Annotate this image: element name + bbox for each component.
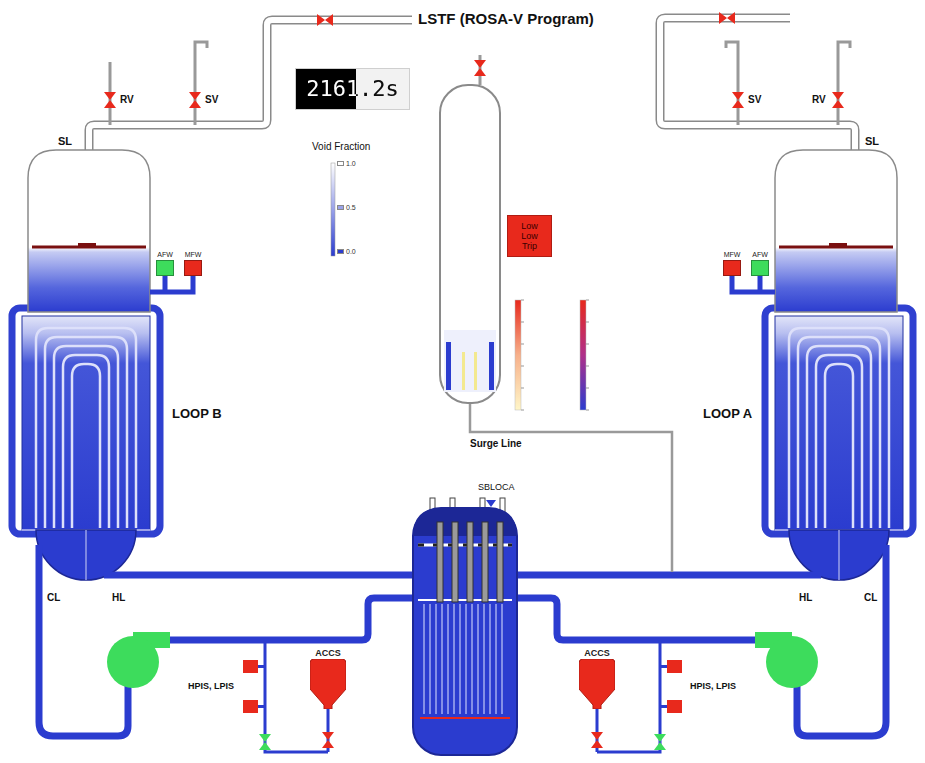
node-label: AFW — [752, 250, 768, 259]
valve-symbol — [104, 92, 116, 108]
legend-entry: 1.0 — [337, 160, 356, 168]
steam-line — [89, 20, 412, 150]
accumulator-tank: ACCS — [579, 648, 615, 709]
time-display: 2161.2s — [295, 68, 410, 110]
pump-symbol — [156, 260, 174, 276]
loop-a — [485, 150, 913, 752]
valve-symbol — [832, 92, 844, 108]
void-fraction-bar — [331, 163, 335, 256]
valve-label: RV — [120, 94, 134, 106]
tank-shape — [579, 659, 615, 709]
heater — [474, 352, 477, 390]
legend-text: 0.0 — [346, 248, 356, 256]
legend-title: Void Fraction — [312, 141, 370, 153]
control-rod — [437, 522, 443, 602]
feedwater-pump: MFW — [723, 250, 741, 276]
legend-text: 1.0 — [346, 160, 356, 168]
loop-b — [12, 150, 440, 752]
color-scale — [580, 300, 586, 410]
pipe-label: HL — [112, 592, 125, 604]
legend-swatch — [337, 249, 344, 254]
node-label: ACCS — [315, 648, 341, 659]
pump-symbol — [751, 260, 769, 276]
steam-line — [89, 20, 412, 150]
reactor-vessel — [413, 508, 517, 755]
control-rod — [452, 522, 458, 602]
legend-text: 0.5 — [346, 204, 356, 212]
pipe-label: CL — [47, 592, 60, 604]
valve-label: SV — [205, 94, 218, 106]
pipe-label: HL — [799, 592, 812, 604]
feedwater-pump: AFW — [751, 250, 769, 276]
relief-stem — [110, 42, 207, 125]
control-rod — [497, 522, 503, 602]
pipe-label: SL — [865, 135, 879, 148]
node-label: MFW — [724, 250, 741, 259]
valve-symbol — [719, 12, 735, 24]
lower-core-plate — [420, 717, 510, 719]
valve-symbol — [317, 14, 333, 26]
feedwater-pump: AFW — [156, 250, 174, 276]
pump-symbol — [723, 260, 741, 276]
break-label: SBLOCA — [478, 482, 515, 492]
control-rod — [482, 522, 488, 602]
pipe-label: CL — [864, 592, 877, 604]
steam-line — [660, 18, 855, 150]
legend-entry: 0.0 — [337, 248, 356, 256]
node-label: ACCS — [584, 648, 610, 659]
accumulator-tank: ACCS — [310, 648, 346, 709]
node-label: AFW — [157, 250, 173, 259]
diagram-title: LSTF (ROSA-V Program) — [418, 10, 594, 27]
system-label: HPIS, LPIS — [690, 681, 736, 691]
loop-label: LOOP A — [703, 407, 752, 422]
feedwater-pump: MFW — [184, 250, 202, 276]
steam-line — [660, 18, 855, 150]
system-label: HPIS, LPIS — [188, 681, 234, 691]
valve-symbol — [732, 92, 744, 108]
valve-symbol — [189, 92, 201, 108]
valve-symbol — [474, 60, 486, 76]
loop-label: LOOP B — [172, 407, 222, 422]
tank-shape — [310, 659, 346, 709]
tank-outline — [310, 659, 346, 709]
pressurizer — [440, 85, 500, 403]
node-label: MFW — [185, 250, 202, 259]
time-readout: 2161.2s — [306, 78, 399, 100]
heater — [489, 342, 494, 390]
pipe-label: SL — [58, 135, 72, 148]
relief-stem — [726, 42, 850, 125]
fuel-rods — [424, 604, 502, 714]
valve-label: RV — [812, 94, 826, 106]
node-label: Low Low Trip — [516, 221, 544, 251]
pump-symbol — [184, 260, 202, 276]
pressurizer-liquid — [444, 330, 496, 392]
pipe-label: Surge Line — [470, 438, 522, 450]
heater — [446, 342, 451, 390]
scale-ticks — [521, 300, 589, 410]
valve-label: SV — [748, 94, 761, 106]
tank-outline — [579, 659, 615, 709]
control-rod — [467, 522, 473, 602]
legend-entry: 0.5 — [337, 204, 356, 212]
heater — [462, 352, 465, 390]
break-marker — [486, 500, 496, 507]
trip-indicator: Low Low Trip — [507, 215, 552, 257]
legend-swatch — [337, 205, 344, 210]
legend-swatch — [337, 161, 344, 166]
color-scale — [515, 300, 521, 410]
